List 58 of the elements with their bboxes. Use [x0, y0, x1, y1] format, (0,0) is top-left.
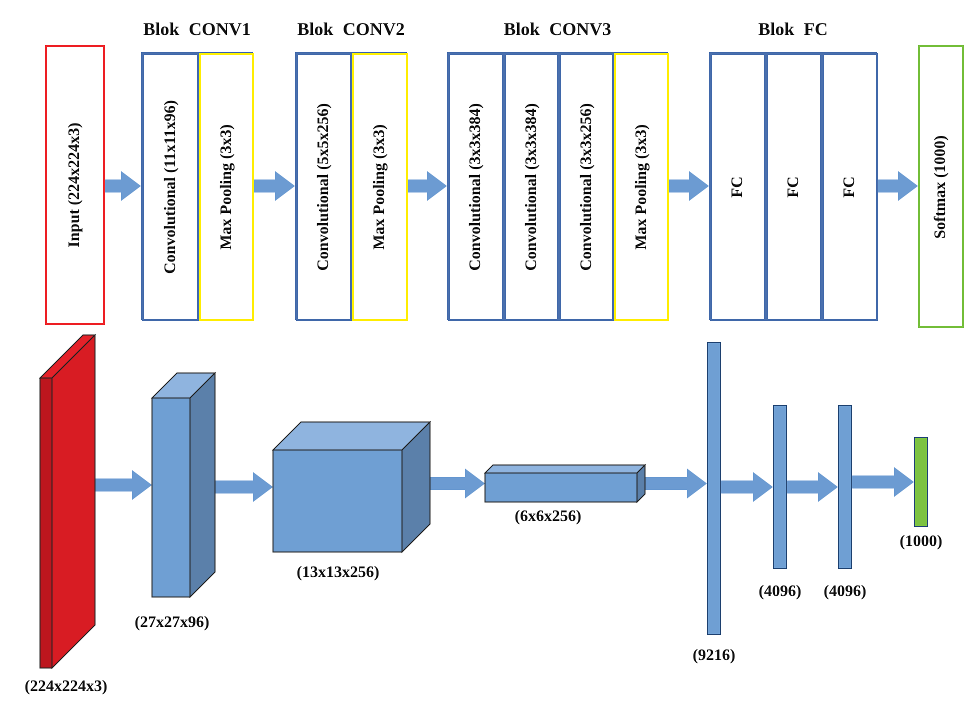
size-label: (4096): [824, 583, 866, 601]
layer-box: [352, 53, 408, 321]
layer-label: Convolutional (5x5x256): [315, 103, 333, 271]
size-label: (1000): [900, 533, 942, 551]
layer-box: [710, 53, 766, 321]
block-heading: Blok CONV2: [297, 19, 405, 40]
flow-arrow: [668, 171, 709, 201]
flow-arrow: [645, 468, 707, 498]
layer-label: Convolutional (3x3x384): [522, 103, 540, 271]
layer-box: [504, 53, 559, 321]
layer-label: FC: [785, 176, 803, 198]
flow-arrow: [787, 472, 838, 502]
layer-box: [559, 53, 614, 321]
size-label: (4096): [758, 583, 802, 601]
layer-label: Max Pooling (3x3): [218, 124, 236, 250]
flow-arrow: [253, 171, 295, 201]
block-heading: Blok CONV3: [504, 19, 612, 40]
layer-label: Convolutional (11x11x96): [162, 100, 180, 274]
size-label: (6x6x256): [514, 508, 582, 526]
size-label: (9216): [692, 647, 736, 665]
size-label: (27x27x96): [134, 614, 210, 632]
flow-arrow: [407, 171, 447, 201]
feature-map-block: [273, 422, 430, 552]
feature-map-block: [152, 373, 215, 597]
flow-arrow: [105, 171, 141, 201]
feature-vector-bar: [838, 405, 852, 569]
feature-map-block: [485, 465, 645, 502]
layer-box: [448, 53, 504, 321]
layer-box: [918, 45, 964, 328]
layer-box: [296, 53, 352, 321]
feature-map-block: [40, 335, 95, 668]
size-label: (13x13x256): [296, 564, 380, 582]
layer-box: [614, 53, 669, 321]
size-label: (224x224x3): [24, 678, 108, 696]
layer-box: [822, 53, 878, 321]
layer-label: FC: [841, 176, 859, 198]
layer-label: Convolutional (3x3x256): [578, 103, 596, 271]
flow-arrow: [430, 468, 485, 498]
flow-arrow: [95, 470, 152, 500]
block-heading: Blok FC: [758, 19, 828, 40]
flow-arrow: [215, 472, 273, 502]
flow-arrow: [852, 467, 914, 497]
layer-box: [199, 53, 254, 321]
layer-box: [766, 53, 822, 321]
layer-box: [45, 45, 105, 325]
feature-vector-bar: [707, 342, 721, 635]
layer-label: Convolutional (3x3x384): [467, 103, 485, 271]
feature-vector-bar: [914, 437, 928, 527]
flow-arrow: [877, 171, 918, 201]
flow-arrow: [721, 472, 773, 502]
layer-label: Max Pooling (3x3): [371, 124, 389, 250]
layer-label: Softmax (1000): [932, 134, 950, 238]
feature-vector-bar: [773, 405, 787, 569]
block-heading: Blok CONV1: [143, 19, 251, 40]
layer-box: [142, 53, 199, 321]
layer-label: Max Pooling (3x3): [632, 124, 650, 250]
layer-label: FC: [729, 176, 747, 198]
layer-label: Input (224x224x3): [66, 122, 84, 248]
